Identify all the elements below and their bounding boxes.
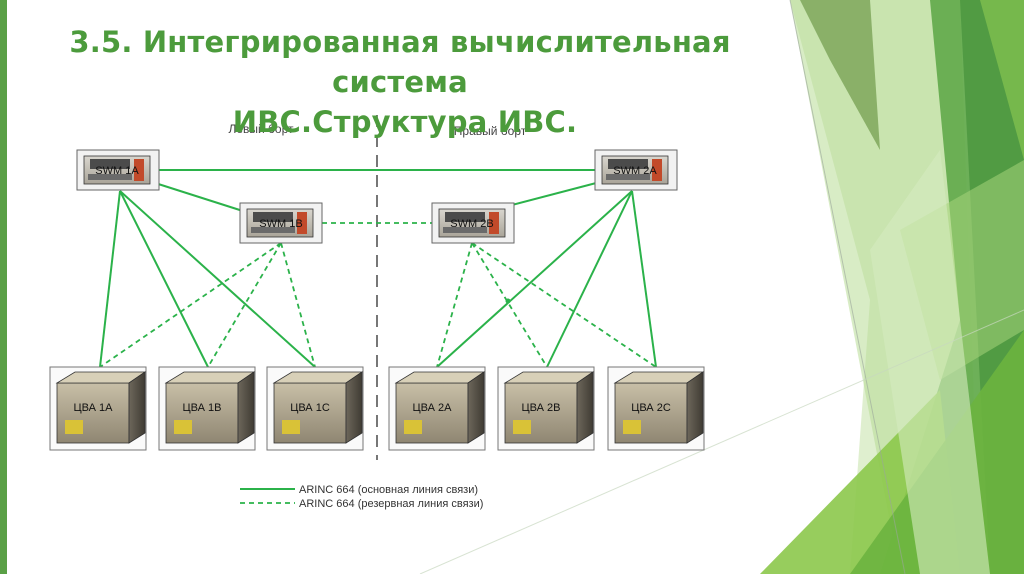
computer-cva-2c: ЦВА 2С	[607, 366, 705, 451]
computer-block-icon	[503, 371, 595, 444]
link-primary	[99, 190, 121, 368]
link-backup	[280, 242, 316, 368]
switch-swm-2b: SWM 2B	[431, 202, 515, 244]
link-backup	[436, 242, 473, 368]
switch-unit-icon	[83, 155, 151, 185]
switch-unit-icon	[601, 155, 669, 185]
legend-primary-label: ARINC 664 (основная линия связи)	[299, 484, 478, 496]
link-backup	[471, 242, 657, 368]
junction-dot	[505, 298, 511, 304]
computer-cva-2b: ЦВА 2В	[497, 366, 595, 451]
title-line-2: ИВС.Структура ИВС.	[232, 105, 578, 139]
switch-label: SWM 2A	[613, 165, 657, 177]
computer-block-icon	[394, 371, 486, 444]
switch-label: SWM 1B	[259, 218, 302, 230]
switch-label: SWM 2B	[450, 218, 493, 230]
link-backup	[471, 242, 548, 368]
switch-unit-icon	[246, 208, 314, 238]
computer-cva-1b: ЦВА 1В	[158, 366, 256, 451]
computer-label: ЦВА 2В	[522, 402, 561, 414]
switch-swm-1b: SWM 1B	[239, 202, 323, 244]
left-accent-bar	[0, 0, 7, 574]
computer-cva-1a: ЦВА 1А	[49, 366, 147, 451]
computer-label: ЦВА 1В	[183, 402, 222, 414]
switch-swm-2a: SWM 2A	[594, 149, 678, 191]
computer-block-icon	[55, 371, 147, 444]
computer-block-icon	[613, 371, 705, 444]
computer-block-icon	[272, 371, 364, 444]
computer-label: ЦВА 2С	[631, 402, 671, 414]
link-primary	[631, 190, 657, 368]
computer-label: ЦВА 1С	[290, 402, 330, 414]
backup-lines	[99, 222, 657, 368]
computer-cva-1c: ЦВА 1С	[266, 366, 364, 451]
link-backup	[99, 242, 282, 368]
side-label-right: Правый борт	[454, 124, 527, 138]
slide-title: 3.5. Интегрированная вычислительная сист…	[0, 22, 800, 142]
link-primary	[436, 190, 633, 368]
legend-backup-label: ARINC 664 (резервная линия связи)	[299, 498, 483, 510]
link-primary	[546, 190, 633, 368]
title-line-1: 3.5. Интегрированная вычислительная сист…	[69, 25, 731, 99]
link-primary	[151, 181, 247, 213]
switch-label: SWM 1A	[95, 165, 139, 177]
switch-swm-1a: SWM 1A	[76, 149, 160, 191]
computer-cva-2a: ЦВА 2А	[388, 366, 486, 451]
link-backup	[207, 242, 282, 368]
switch-unit-icon	[438, 208, 506, 238]
link-primary	[507, 181, 601, 207]
computer-label: ЦВА 2А	[413, 402, 453, 414]
link-primary	[119, 190, 209, 368]
link-primary	[119, 190, 316, 368]
connection-lines	[99, 169, 657, 368]
computer-block-icon	[164, 371, 256, 444]
legend: ARINC 664 (основная линия связи) ARINC 6…	[240, 484, 483, 510]
side-label-left: Левый борт	[228, 122, 294, 136]
computer-label: ЦВА 1А	[74, 402, 114, 414]
